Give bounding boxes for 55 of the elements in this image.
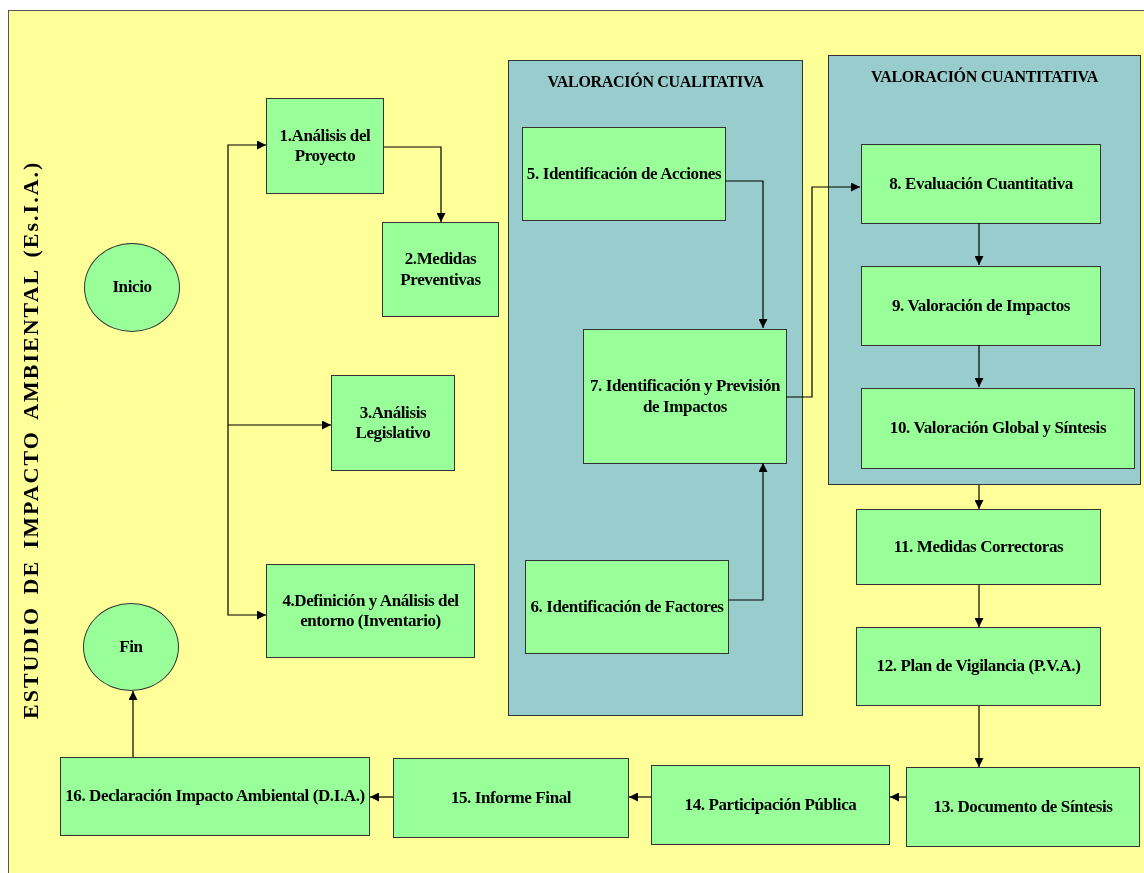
- group-panel: [828, 55, 1141, 485]
- process-box: [856, 509, 1101, 585]
- arrow: [227, 140, 267, 426]
- step-label: 5. Identificación de Acciones: [525, 163, 723, 185]
- step-label: 14. Participación Pública: [683, 794, 858, 816]
- arrow: [974, 705, 984, 768]
- group-panel: [508, 60, 803, 716]
- process-box: [382, 222, 499, 317]
- process-box: [856, 627, 1101, 706]
- process-box: [522, 127, 726, 221]
- step-label: 15. Informe Final: [449, 787, 573, 809]
- step-label: 8. Evaluación Cuantitativa: [888, 173, 1074, 195]
- arrow: [974, 344, 984, 388]
- step-label: 10. Valoración Global y Síntesis: [888, 418, 1108, 439]
- arrow: [628, 792, 652, 802]
- arrow: [128, 690, 138, 758]
- step-label: 9. Valoración de Impactos: [891, 295, 1071, 317]
- process-box: [651, 765, 890, 845]
- process-box: [60, 757, 370, 836]
- arrow: [974, 584, 984, 628]
- step-label: 16. Declaración Impacto Ambiental (D.I.A.): [64, 786, 366, 807]
- arrow: [727, 462, 768, 601]
- arrow: [974, 222, 984, 266]
- process-box: [331, 375, 455, 471]
- step-label: 13. Documento de Síntesis: [932, 796, 1114, 818]
- process-box: [861, 266, 1101, 346]
- step-label: Fin: [118, 636, 144, 658]
- step-label: 7. Identificación y Previsión de Impactos: [588, 376, 782, 417]
- arrow: [785, 182, 861, 398]
- process-box: [583, 329, 787, 464]
- arrow: [724, 180, 768, 329]
- arrow: [974, 484, 984, 510]
- panel-heading: VALORACIÓN CUALITATIVA: [547, 73, 764, 91]
- process-box: [393, 758, 629, 838]
- process-box: [266, 564, 475, 658]
- process-box: [266, 98, 384, 194]
- panel-heading: VALORACIÓN CUANTITATIVA: [870, 68, 1099, 86]
- step-label: 4.Definición y Análisis del entorno (Inventario): [281, 590, 460, 632]
- step-label: 3.Análisis Legislativo: [354, 402, 432, 444]
- step-label: 1.Análisis del Proyecto: [278, 125, 372, 167]
- arrow: [889, 792, 907, 802]
- process-box: [906, 767, 1140, 847]
- process-box: [861, 144, 1101, 224]
- process-box: [861, 388, 1135, 469]
- step-label: 12. Plan de Vigilancia (P.V.A.): [875, 656, 1082, 677]
- step-label: 2.Medidas Preventivas: [399, 249, 482, 290]
- step-label: Inicio: [111, 277, 153, 298]
- arrow: [383, 146, 446, 223]
- step-label: 6. Identificación de Factores: [529, 596, 725, 618]
- arrow: [227, 424, 267, 620]
- step-label: 11. Medidas Correctoras: [892, 536, 1065, 558]
- vertical-title: ESTUDIO DE IMPACTO AMBIENTAL (Es.I.A.): [18, 160, 44, 720]
- arrow: [369, 792, 394, 802]
- process-box: [525, 560, 729, 654]
- arrow: [227, 420, 332, 430]
